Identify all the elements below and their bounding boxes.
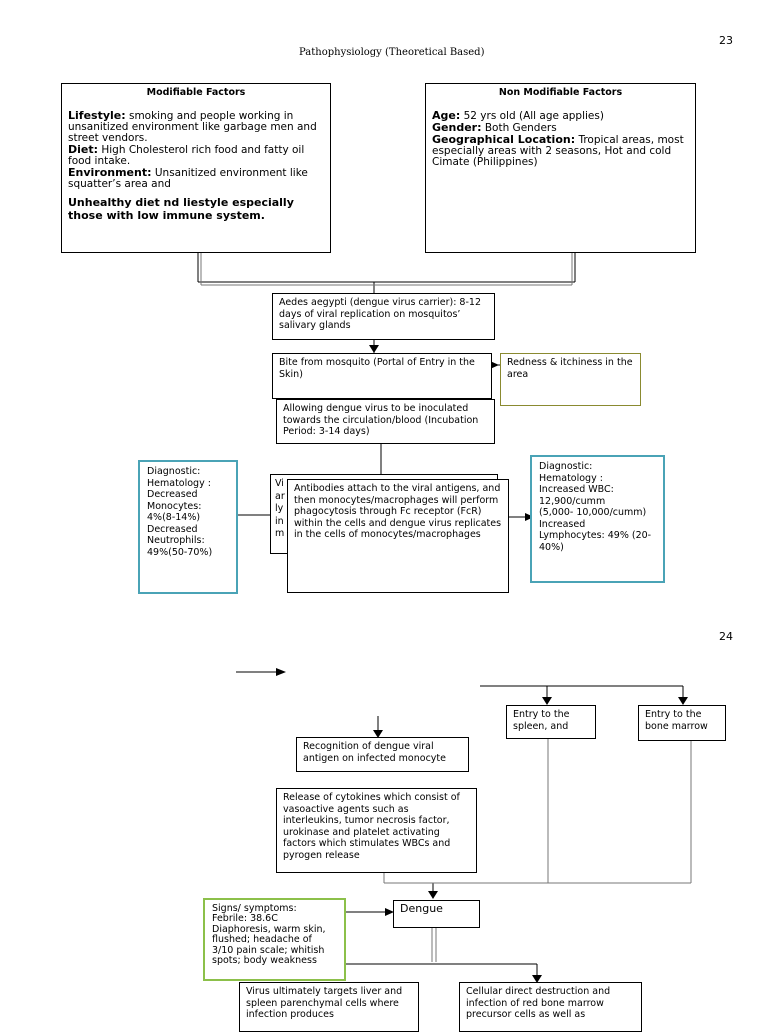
diag-right-line-1: Diagnostic: xyxy=(539,461,593,472)
environment-line: Environment: Unsanitized environment lik… xyxy=(68,167,324,190)
diag-right-line-2: Hematology : xyxy=(539,472,603,484)
diag-left-line-5: 4%(8-14%) xyxy=(147,512,201,524)
signs-symptoms-box: Signs/ symptoms: Febrile: 38.6C Diaphore… xyxy=(203,898,346,981)
age-text: 52 yrs old (All age applies) xyxy=(460,109,604,122)
signs-line-5: 3/10 pain scale; whitish xyxy=(212,944,325,956)
signs-line-6: spots; body weakness xyxy=(212,955,317,967)
diet-label: Diet: xyxy=(68,143,99,157)
age-line: Age: 52 yrs old (All age applies) xyxy=(432,110,689,122)
page-title: Pathophysiology (Theoretical Based) xyxy=(299,47,485,58)
diet-text: High Cholesterol rich food and fatty oil… xyxy=(68,144,305,168)
diag-right-line-6: Increased xyxy=(539,518,586,530)
diag-left-line-6: Decreased xyxy=(147,523,198,535)
obscured-fragment-1: Vi xyxy=(275,478,284,489)
bone-marrow-entry-box: Entry to the bone marrow xyxy=(638,705,726,741)
gender-text: Both Genders xyxy=(481,121,557,134)
environment-text: Unsanitized environment like squatter’s … xyxy=(68,167,308,191)
diagnostic-left-box: Diagnostic: Hematology : Decreased Monoc… xyxy=(138,460,238,594)
signs-line-2: Febrile: 38.6C xyxy=(212,913,278,925)
diag-left-line-7: Neutrophils: xyxy=(147,535,205,547)
signs-line-1: Signs/ symptoms: xyxy=(212,903,297,914)
diet-line: Diet: High Cholesterol rich food and fat… xyxy=(68,144,324,167)
signs-line-4: flushed; headache of xyxy=(212,934,312,946)
page-number-23: 23 xyxy=(719,34,733,47)
modifiable-heading: Modifiable Factors xyxy=(146,87,246,98)
unhealthy-diet-note: Unhealthy diet nd liestyle especially th… xyxy=(68,196,294,223)
environment-label: Environment: xyxy=(68,166,152,180)
geo-line: Geographical Location: Tropical areas, m… xyxy=(432,134,689,168)
signs-line-3: Diaphoresis, warm skin, xyxy=(212,923,326,935)
bone-marrow-destruction-box: Cellular direct destruction and infectio… xyxy=(459,982,642,1032)
geo-label: Geographical Location: xyxy=(432,133,576,146)
non-modifiable-factors-box: Non Modifiable Factors Age: 52 yrs old (… xyxy=(425,83,696,253)
obscured-fragment-2: ar xyxy=(275,490,285,502)
diag-right-line-7: Lymphocytes: 49% (20- xyxy=(539,530,652,542)
liver-spleen-target-box: Virus ultimately targets liver and splee… xyxy=(239,982,419,1032)
dengue-label: Dengue xyxy=(400,902,443,915)
aedes-aegypti-box: Aedes aegypti (dengue virus carrier): 8-… xyxy=(272,293,495,340)
obscured-fragment-5: m xyxy=(275,528,285,540)
page-number-24: 24 xyxy=(719,630,733,643)
virus-inoculation-box: Allowing dengue virus to be inoculated t… xyxy=(276,399,495,444)
diag-left-line-2: Hematology : xyxy=(147,477,211,489)
diag-right-line-3: Increased WBC: xyxy=(539,484,614,496)
redness-itchiness-box: Redness & itchiness in the area xyxy=(500,353,641,406)
mosquito-bite-box: Bite from mosquito (Portal of Entry in t… xyxy=(272,353,492,399)
obscured-fragment-3: ly xyxy=(275,503,284,515)
diag-right-line-8: 40%) xyxy=(539,542,564,554)
non-modifiable-heading: Non Modifiable Factors xyxy=(498,87,623,98)
diag-left-line-3: Decreased xyxy=(147,489,198,501)
lifestyle-text: smoking and people working in unsanitize… xyxy=(68,109,317,144)
diag-right-line-4: 12,900/cumm xyxy=(539,495,606,507)
diag-left-line-8: 49%(50-70%) xyxy=(147,547,213,559)
diag-left-line-1: Diagnostic: xyxy=(147,466,201,477)
gender-line: Gender: Both Genders xyxy=(432,122,689,134)
cytokine-release-box: Release of cytokines which consist of va… xyxy=(276,788,477,873)
gender-label: Gender: xyxy=(432,120,482,134)
diag-left-line-4: Monocytes: xyxy=(147,500,202,512)
diag-right-line-5: (5,000- 10,000/cumm) xyxy=(539,507,647,519)
obscured-fragment-4: in xyxy=(275,515,284,527)
age-label: Age: xyxy=(432,108,461,122)
modifiable-factors-box: Modifiable Factors Lifestyle: smoking an… xyxy=(61,83,331,253)
antigen-recognition-box: Recognition of dengue viral antigen on i… xyxy=(296,737,469,772)
lifestyle-line: Lifestyle: smoking and people working in… xyxy=(68,110,324,144)
lifestyle-label: Lifestyle: xyxy=(68,108,126,122)
geo-text: Tropical areas, most especially areas wi… xyxy=(432,134,684,169)
antibodies-phagocytosis-box: Antibodies attach to the viral antigens,… xyxy=(287,479,509,593)
spleen-entry-box: Entry to the spleen, and xyxy=(506,705,596,739)
dengue-fever-box: Dengue xyxy=(393,900,480,928)
diagnostic-right-box: Diagnostic: Hematology : Increased WBC: … xyxy=(530,455,665,583)
